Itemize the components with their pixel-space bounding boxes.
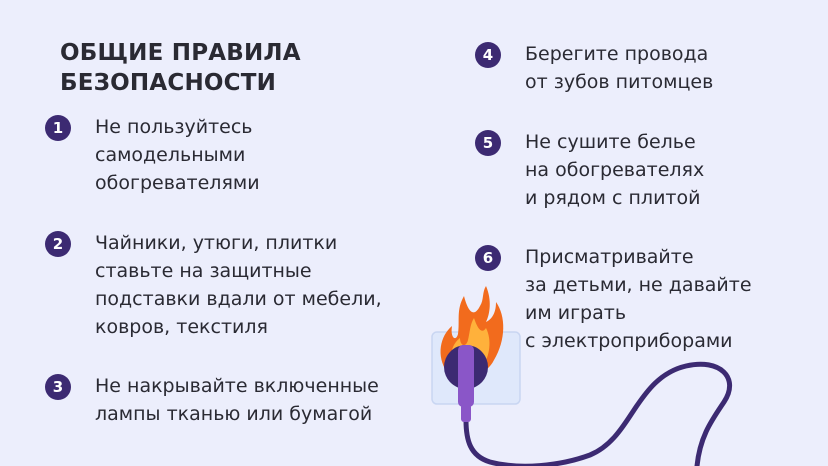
rule-text-4: Берегите провода от зубов питомцев bbox=[525, 43, 714, 93]
plug-neck bbox=[461, 404, 471, 422]
number-badge-6: 6 bbox=[475, 245, 501, 271]
number-badge-2: 2 bbox=[45, 231, 71, 257]
rule-text-2: Чайники, утюги, плитки ставьте на защитн… bbox=[95, 232, 382, 338]
rule-text-6: Присматривайте за детьми, не давайте им … bbox=[525, 246, 752, 352]
plug-body bbox=[458, 345, 474, 407]
rule-text-5: Не сушите белье на обогревателях и рядом… bbox=[525, 131, 705, 209]
number-badge-1: 1 bbox=[45, 115, 71, 141]
page-title: ОБЩИЕ ПРАВИЛА БЕЗОПАСНОСТИ bbox=[60, 40, 301, 96]
number-badge-5: 5 bbox=[475, 130, 501, 156]
rule-text-3: Не накрывайте включенные лампы тканью ил… bbox=[95, 375, 379, 425]
number-badge-4: 4 bbox=[475, 42, 501, 68]
number-badge-3: 3 bbox=[45, 374, 71, 400]
rule-text-1: Не пользуйтесь самодельными обогревателя… bbox=[95, 116, 260, 194]
power-cord bbox=[463, 361, 732, 466]
